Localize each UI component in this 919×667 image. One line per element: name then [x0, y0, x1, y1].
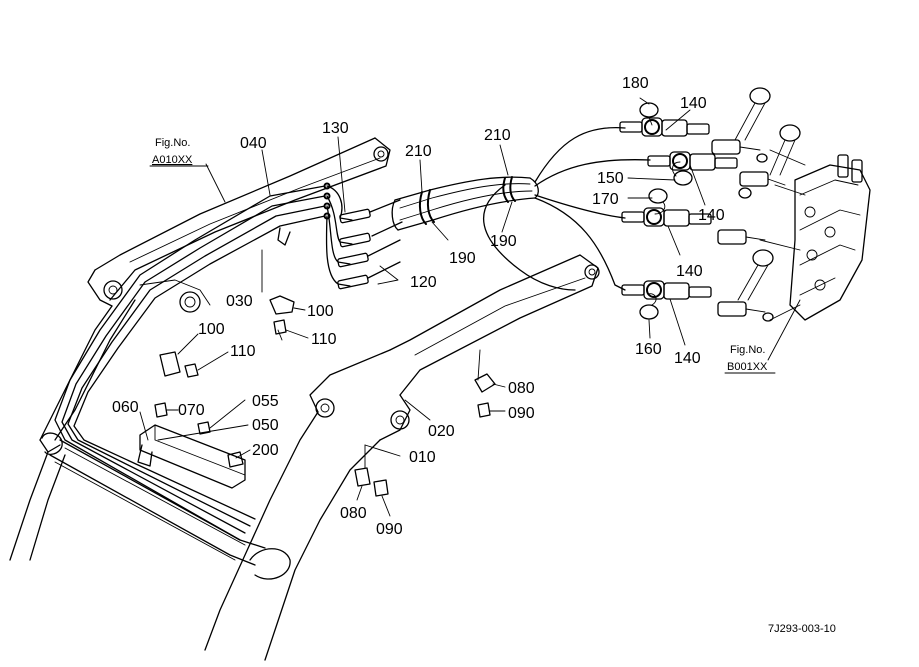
- callout-200: 200: [252, 442, 279, 459]
- callout-010: 010: [409, 449, 436, 466]
- dust-caps: [639, 87, 801, 322]
- callout-100-left: 100: [198, 321, 225, 338]
- control-valve: [759, 149, 871, 321]
- left-loader-arm: [9, 137, 391, 561]
- callout-140-top: 140: [680, 95, 707, 112]
- callout-210-left: 210: [405, 143, 432, 160]
- drawing-code: 7J293-003-10: [768, 623, 836, 635]
- callout-210-right: 210: [484, 127, 511, 144]
- callout-120: 120: [410, 274, 437, 291]
- left-fig-ref-code: A010XX: [152, 154, 193, 166]
- quick-couplers-140: [619, 117, 786, 317]
- callout-170: 170: [592, 191, 619, 208]
- callout-110-top: 110: [311, 331, 337, 348]
- callout-110-left: 110: [230, 343, 256, 360]
- callout-190-right: 190: [490, 233, 517, 250]
- callout-060: 060: [112, 399, 139, 416]
- callout-070: 070: [178, 402, 205, 419]
- hoses-120-130: [325, 185, 403, 290]
- left-fig-ref-label: Fig.No.: [155, 137, 190, 149]
- callout-190-left: 190: [449, 250, 476, 267]
- callout-100-top: 100: [307, 303, 334, 320]
- callout-055: 055: [252, 393, 279, 410]
- cross-tube: [41, 432, 266, 566]
- hoses-to-couplers: [482, 126, 651, 291]
- callout-090-right: 090: [508, 405, 535, 422]
- callout-090-low: 090: [376, 521, 403, 538]
- callout-040: 040: [240, 135, 267, 152]
- callout-050: 050: [252, 417, 279, 434]
- callout-140-low: 140: [676, 263, 703, 280]
- callout-020: 020: [428, 423, 455, 440]
- pipe-bundle-030-040: [54, 182, 331, 541]
- callout-080-low: 080: [340, 505, 367, 522]
- right-fig-ref-label: Fig.No.: [730, 344, 765, 356]
- right-fig-ref-code: B001XX: [727, 361, 768, 373]
- callout-080-right: 080: [508, 380, 535, 397]
- small-parts: [159, 295, 496, 497]
- right-loader-arm: [204, 254, 600, 661]
- leader-lines: [139, 97, 801, 517]
- callout-140-mid: 140: [698, 207, 725, 224]
- callout-140-bottom: 140: [674, 350, 701, 367]
- callout-130: 130: [322, 120, 349, 137]
- callout-160: 160: [635, 341, 662, 358]
- support-bracket: [137, 402, 246, 489]
- callout-150: 150: [597, 170, 624, 187]
- callout-180: 180: [622, 75, 649, 92]
- hose-sleeve-190: [391, 176, 539, 231]
- callout-030: 030: [226, 293, 253, 310]
